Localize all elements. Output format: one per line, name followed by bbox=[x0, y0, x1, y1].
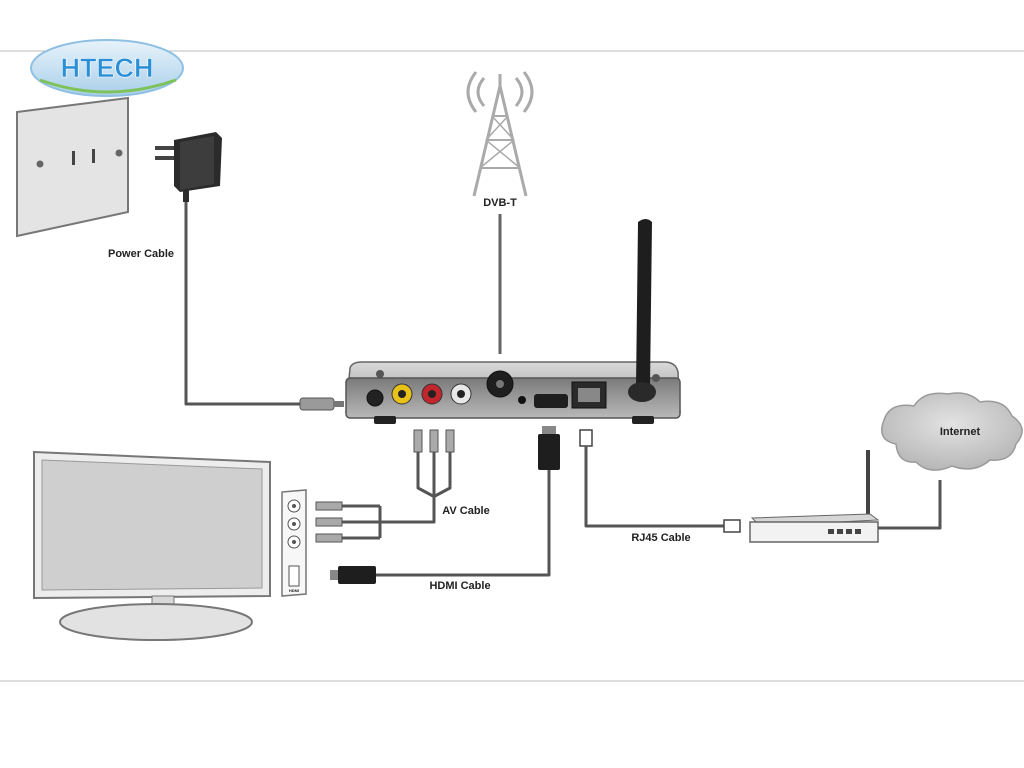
hdmi-cable-label: HDMI Cable bbox=[429, 580, 490, 592]
power-plug-icon bbox=[299, 397, 344, 411]
rca-yellow-port-icon bbox=[391, 383, 413, 405]
av-cable bbox=[315, 429, 455, 543]
power-cable-label: Power Cable bbox=[108, 248, 174, 260]
internet-label: Internet bbox=[940, 426, 981, 438]
hdmi-port-icon bbox=[534, 394, 568, 408]
power-adapter-icon bbox=[155, 132, 222, 202]
tv-hdmi-port-label: HDMI bbox=[289, 588, 299, 593]
rj45-cable bbox=[579, 429, 741, 533]
rj45-cable-label: RJ45 Cable bbox=[631, 532, 690, 544]
internet-cable bbox=[878, 480, 942, 530]
router-icon bbox=[749, 450, 880, 543]
wifi-antenna-icon bbox=[636, 219, 652, 392]
antenna-in-port-icon bbox=[486, 370, 514, 398]
dvbt-tower-icon bbox=[466, 71, 534, 197]
rca-red-port-icon bbox=[421, 383, 443, 405]
tv-icon bbox=[33, 450, 271, 641]
rca-white-port-icon bbox=[450, 383, 472, 405]
logo-text: HTECH bbox=[61, 53, 154, 83]
dc-in-port-icon bbox=[366, 389, 384, 407]
dvbt-label: DVB-T bbox=[483, 197, 517, 209]
tv-input-panel: HDMI bbox=[281, 489, 307, 597]
hdmi-cable bbox=[330, 426, 560, 584]
power-cable bbox=[184, 202, 300, 406]
av-cable-label: AV Cable bbox=[442, 505, 489, 517]
internet-cloud-icon bbox=[881, 392, 1023, 471]
htech-logo: HTECH bbox=[30, 39, 184, 97]
set-top-box bbox=[345, 219, 681, 424]
wall-socket-icon bbox=[16, 96, 129, 238]
